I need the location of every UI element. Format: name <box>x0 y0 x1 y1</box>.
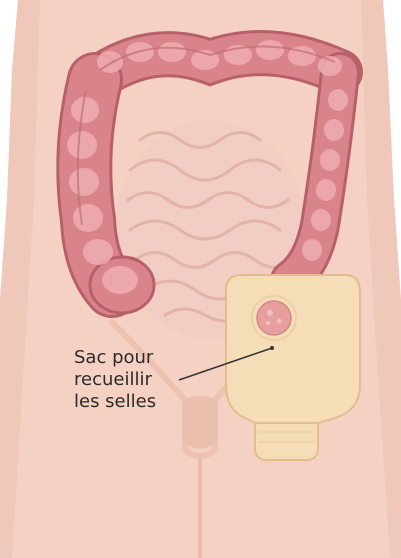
pouch-label-line-2: recueillir <box>74 369 184 391</box>
genital-region <box>182 396 218 449</box>
stoma <box>257 301 291 335</box>
annotation-pointer-dot <box>270 346 274 350</box>
pouch-label-line-1: Sac pour <box>74 347 184 369</box>
pouch-label-line-3: les selles <box>74 391 184 413</box>
pouch-label: Sac pour recueillir les selles <box>74 347 184 413</box>
